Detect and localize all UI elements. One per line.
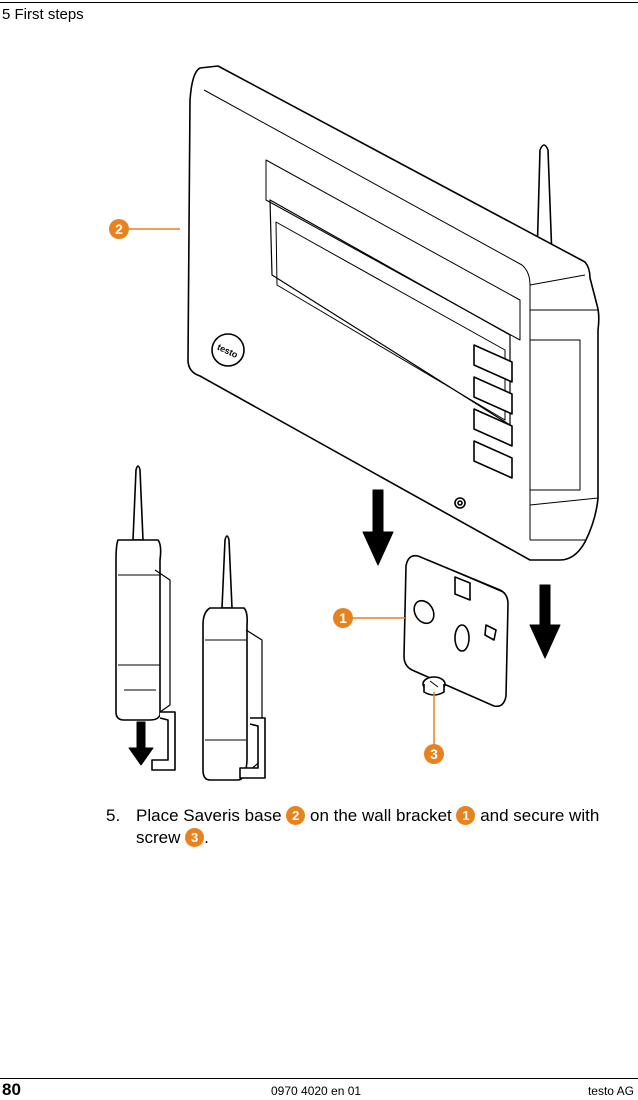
mounting-illustration: testo — [109, 65, 600, 781]
step-number: 5. — [106, 806, 121, 825]
screw — [422, 676, 446, 696]
section-title: 5 First steps — [2, 6, 84, 23]
callout-2: 2 — [109, 219, 129, 239]
callout-badge-3: 3 — [185, 828, 205, 847]
side-view-right — [202, 535, 266, 781]
footer-rule — [0, 1078, 638, 1079]
step-text-part: Place Saveris base — [136, 806, 282, 825]
wall-bracket — [403, 554, 509, 708]
page-number: 80 — [2, 1080, 21, 1099]
step-text-end: . — [204, 828, 209, 847]
callout-2-number: 2 — [115, 221, 123, 237]
callout-1-badge — [333, 608, 353, 628]
callout-badge-2: 2 — [286, 806, 306, 825]
step-text-part: on the wall bracket — [310, 806, 452, 825]
company-name: testo AG — [587, 1084, 634, 1098]
callout-3-badge — [424, 744, 444, 764]
document-number: 0970 4020 en 01 — [271, 1084, 362, 1098]
header-rule — [0, 2, 638, 3]
step-text-part: and secure with screw — [136, 806, 600, 847]
callout-3: 3 — [424, 744, 444, 764]
saveris-base-device: testo — [187, 65, 600, 561]
callout-3-number: 3 — [430, 746, 438, 762]
callout-1: 1 — [333, 608, 353, 628]
callout-badge-1: 1 — [456, 806, 476, 825]
callout-1-number: 1 — [339, 610, 347, 626]
side-view-left — [115, 465, 176, 771]
direction-arrows — [128, 489, 561, 766]
step-text: Place Saveris base 2 on the wall bracket… — [136, 805, 626, 849]
callout-2-badge — [109, 219, 129, 239]
